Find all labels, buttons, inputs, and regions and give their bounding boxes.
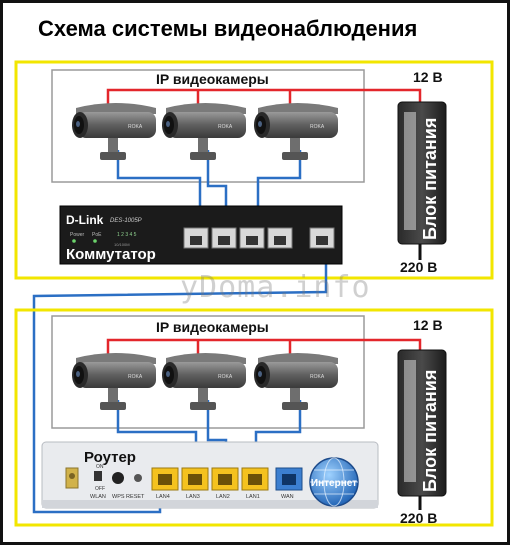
camera-top-3: ROKA (254, 103, 338, 160)
switch-ports-caption: 1 2 3 4 5 (117, 232, 137, 238)
camera-top-2: ROKA (162, 103, 246, 160)
svg-text:OFF: OFF (95, 486, 105, 492)
svg-text:ROKA: ROKA (128, 124, 143, 130)
router-port-lan4: LAN4 (156, 494, 170, 500)
camera-bottom-3: ROKA (254, 353, 338, 410)
router: Роутер ON OFF WLAN WPS RESET LAN4 LAN3 L… (41, 441, 379, 509)
router-port-wlan: WLAN (90, 494, 106, 500)
switch-brand: D-Link (66, 213, 104, 227)
diagram-title: Схема системы видеонаблюдения (38, 16, 418, 41)
bottom-cameras-label: IP видеокамеры (156, 319, 269, 335)
switch-speed-caption: 10/100M (114, 242, 130, 247)
top-power-wires (106, 88, 422, 104)
watermark: yDoma.info (180, 270, 371, 305)
svg-text:ON: ON (96, 464, 104, 470)
svg-text:ROKA: ROKA (128, 374, 143, 380)
svg-text:ROKA: ROKA (310, 124, 325, 130)
bottom-power-supply: Блок питания (397, 349, 447, 510)
top-cameras-label: IP видеокамеры (156, 71, 269, 87)
bottom-voltage-ac: 220 В (400, 510, 437, 526)
top-voltage-dc: 12 В (413, 69, 443, 85)
router-port-wps: WPS RESET (112, 494, 145, 500)
internet-label: Интернет (311, 478, 357, 489)
top-yellow-frame (14, 60, 494, 280)
camera-top-1: ROKA (72, 103, 156, 160)
router-label: Роутер (84, 449, 136, 466)
router-port-lan3: LAN3 (186, 494, 200, 500)
bottom-voltage-dc: 12 В (413, 317, 443, 333)
svg-text:ROKA: ROKA (310, 374, 325, 380)
camera-bottom-1: ROKA (72, 353, 156, 410)
internet-globe: Интернет (309, 457, 359, 507)
camera-bottom-2: ROKA (162, 353, 246, 410)
bottom-yellow-frame (14, 308, 494, 527)
switch-label: Коммутатор (66, 246, 156, 263)
switch-model: DES-1005P (110, 218, 142, 224)
switch-led-poe: PoE (92, 232, 102, 238)
svg-text:ROKA: ROKA (218, 124, 233, 130)
switch-led-power: Power (70, 232, 85, 238)
top-voltage-ac: 220 В (400, 259, 437, 275)
svg-text:Блок питания: Блок питания (420, 370, 440, 492)
dlink-switch: D-Link DES-1005P Power PoE 1 2 3 4 5 10/… (59, 205, 343, 265)
router-port-wan: WAN (281, 494, 294, 500)
router-port-lan1: LAN1 (246, 494, 260, 500)
svg-text:Блок питания: Блок питания (420, 118, 440, 240)
svg-text:ROKA: ROKA (218, 374, 233, 380)
bottom-power-wires (106, 338, 422, 354)
top-power-supply: Блок питания (397, 101, 447, 260)
router-port-lan2: LAN2 (216, 494, 230, 500)
